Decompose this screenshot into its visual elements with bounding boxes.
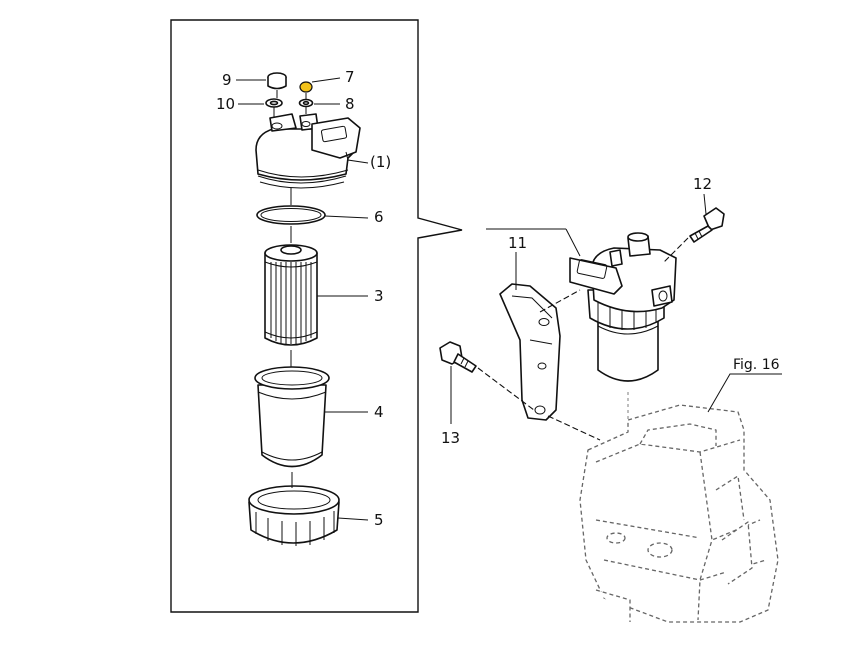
part-3-filter-element [264, 244, 318, 346]
label-1: (1) [370, 153, 391, 171]
part-1-filter-head [255, 113, 361, 189]
label-7: 7 [345, 68, 355, 86]
label-9: 9 [222, 71, 232, 89]
part-10-washer [265, 98, 283, 108]
assembly-lines-right [477, 237, 689, 441]
label-12: 12 [693, 175, 712, 193]
label-4: 4 [374, 403, 384, 421]
label-5: 5 [374, 511, 384, 529]
part-8-gasket [298, 98, 314, 108]
part-6-o-ring [256, 205, 326, 225]
label-11: 11 [508, 234, 527, 252]
label-3: 3 [374, 287, 384, 305]
engine-block-fig16 [579, 404, 779, 623]
leader-lines-right [450, 193, 782, 424]
assembled-fuel-filter [569, 232, 677, 382]
part-5-retaining-ring [248, 485, 340, 546]
part-9-bolt [267, 72, 287, 90]
part-13-bolt [439, 341, 477, 373]
label-13: 13 [441, 429, 460, 447]
label-fig16: Fig. 16 [733, 357, 780, 373]
part-12-bolt [689, 207, 725, 243]
label-6: 6 [374, 208, 384, 226]
label-10: 10 [216, 95, 235, 113]
label-8: 8 [345, 95, 355, 113]
detail-callout-box [170, 19, 463, 613]
part-11-bracket [499, 283, 561, 421]
part-7-screw [299, 81, 313, 93]
leader-lines-detail [236, 77, 369, 521]
assembly-axis [273, 90, 307, 488]
part-4-bowl [254, 366, 330, 468]
